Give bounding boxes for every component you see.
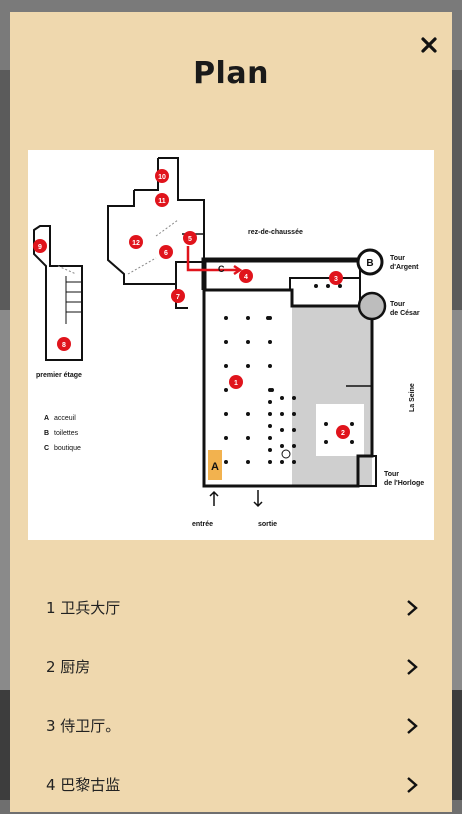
room-label: 2 厨房 <box>46 658 91 676</box>
room-list: 1 卫兵大厅 2 厨房 3 侍卫厅。 4 巴黎古监 <box>10 578 452 814</box>
room-list-item-3[interactable]: 3 侍卫厅。 <box>10 696 452 755</box>
room-list-item-1[interactable]: 1 卫兵大厅 <box>10 578 452 637</box>
close-icon <box>421 37 437 53</box>
svg-text:Tour: Tour <box>390 255 405 262</box>
room-list-item-4[interactable]: 4 巴黎古监 <box>10 755 452 814</box>
svg-text:2: 2 <box>341 430 345 437</box>
chevron-right-icon <box>407 599 418 616</box>
room-label: 1 卫兵大厅 <box>46 599 121 617</box>
svg-text:toilettes: toilettes <box>54 430 79 437</box>
svg-text:7: 7 <box>176 294 180 301</box>
svg-text:C: C <box>44 445 49 452</box>
modal-title: Plan <box>193 56 269 91</box>
svg-text:A: A <box>44 415 49 422</box>
svg-text:de l'Horloge: de l'Horloge <box>384 480 424 487</box>
svg-text:12: 12 <box>132 240 140 247</box>
svg-text:B: B <box>44 430 49 437</box>
svg-text:La Seine: La Seine <box>409 383 416 412</box>
svg-text:boutique: boutique <box>54 445 81 452</box>
accueil-box <box>208 450 222 480</box>
svg-text:8: 8 <box>62 342 66 349</box>
svg-text:11: 11 <box>158 198 166 205</box>
svg-text:C: C <box>218 264 225 274</box>
svg-text:d'Argent: d'Argent <box>390 264 419 271</box>
svg-text:6: 6 <box>164 250 168 257</box>
svg-text:premier étage: premier étage <box>36 372 82 379</box>
chevron-right-icon <box>407 717 418 734</box>
svg-text:Tour: Tour <box>390 301 405 308</box>
close-button[interactable] <box>416 32 442 58</box>
svg-text:sortie: sortie <box>258 521 277 528</box>
svg-text:3: 3 <box>334 276 338 283</box>
svg-text:5: 5 <box>188 236 192 243</box>
svg-text:A: A <box>211 461 219 473</box>
svg-text:rez-de-chaussée: rez-de-chaussée <box>248 229 303 236</box>
chevron-right-icon <box>407 658 418 675</box>
svg-text:10: 10 <box>158 174 166 181</box>
room-list-item-2[interactable]: 2 厨房 <box>10 637 452 696</box>
svg-text:9: 9 <box>38 244 42 251</box>
room-label: 3 侍卫厅。 <box>46 717 121 735</box>
floor-plan-image: A 1 2 3 4 5 6 7 8 9 10 11 12 B C <box>28 150 434 540</box>
svg-text:acceuil: acceuil <box>54 415 76 422</box>
svg-text:Tour: Tour <box>384 471 399 478</box>
svg-text:entrée: entrée <box>192 521 213 528</box>
svg-text:de César: de César <box>390 310 420 317</box>
chevron-right-icon <box>407 776 418 793</box>
room-label: 4 巴黎古监 <box>46 776 121 794</box>
svg-text:4: 4 <box>244 274 248 281</box>
plan-modal: Plan <box>10 12 452 812</box>
svg-text:1: 1 <box>234 380 238 387</box>
svg-text:B: B <box>366 258 373 269</box>
